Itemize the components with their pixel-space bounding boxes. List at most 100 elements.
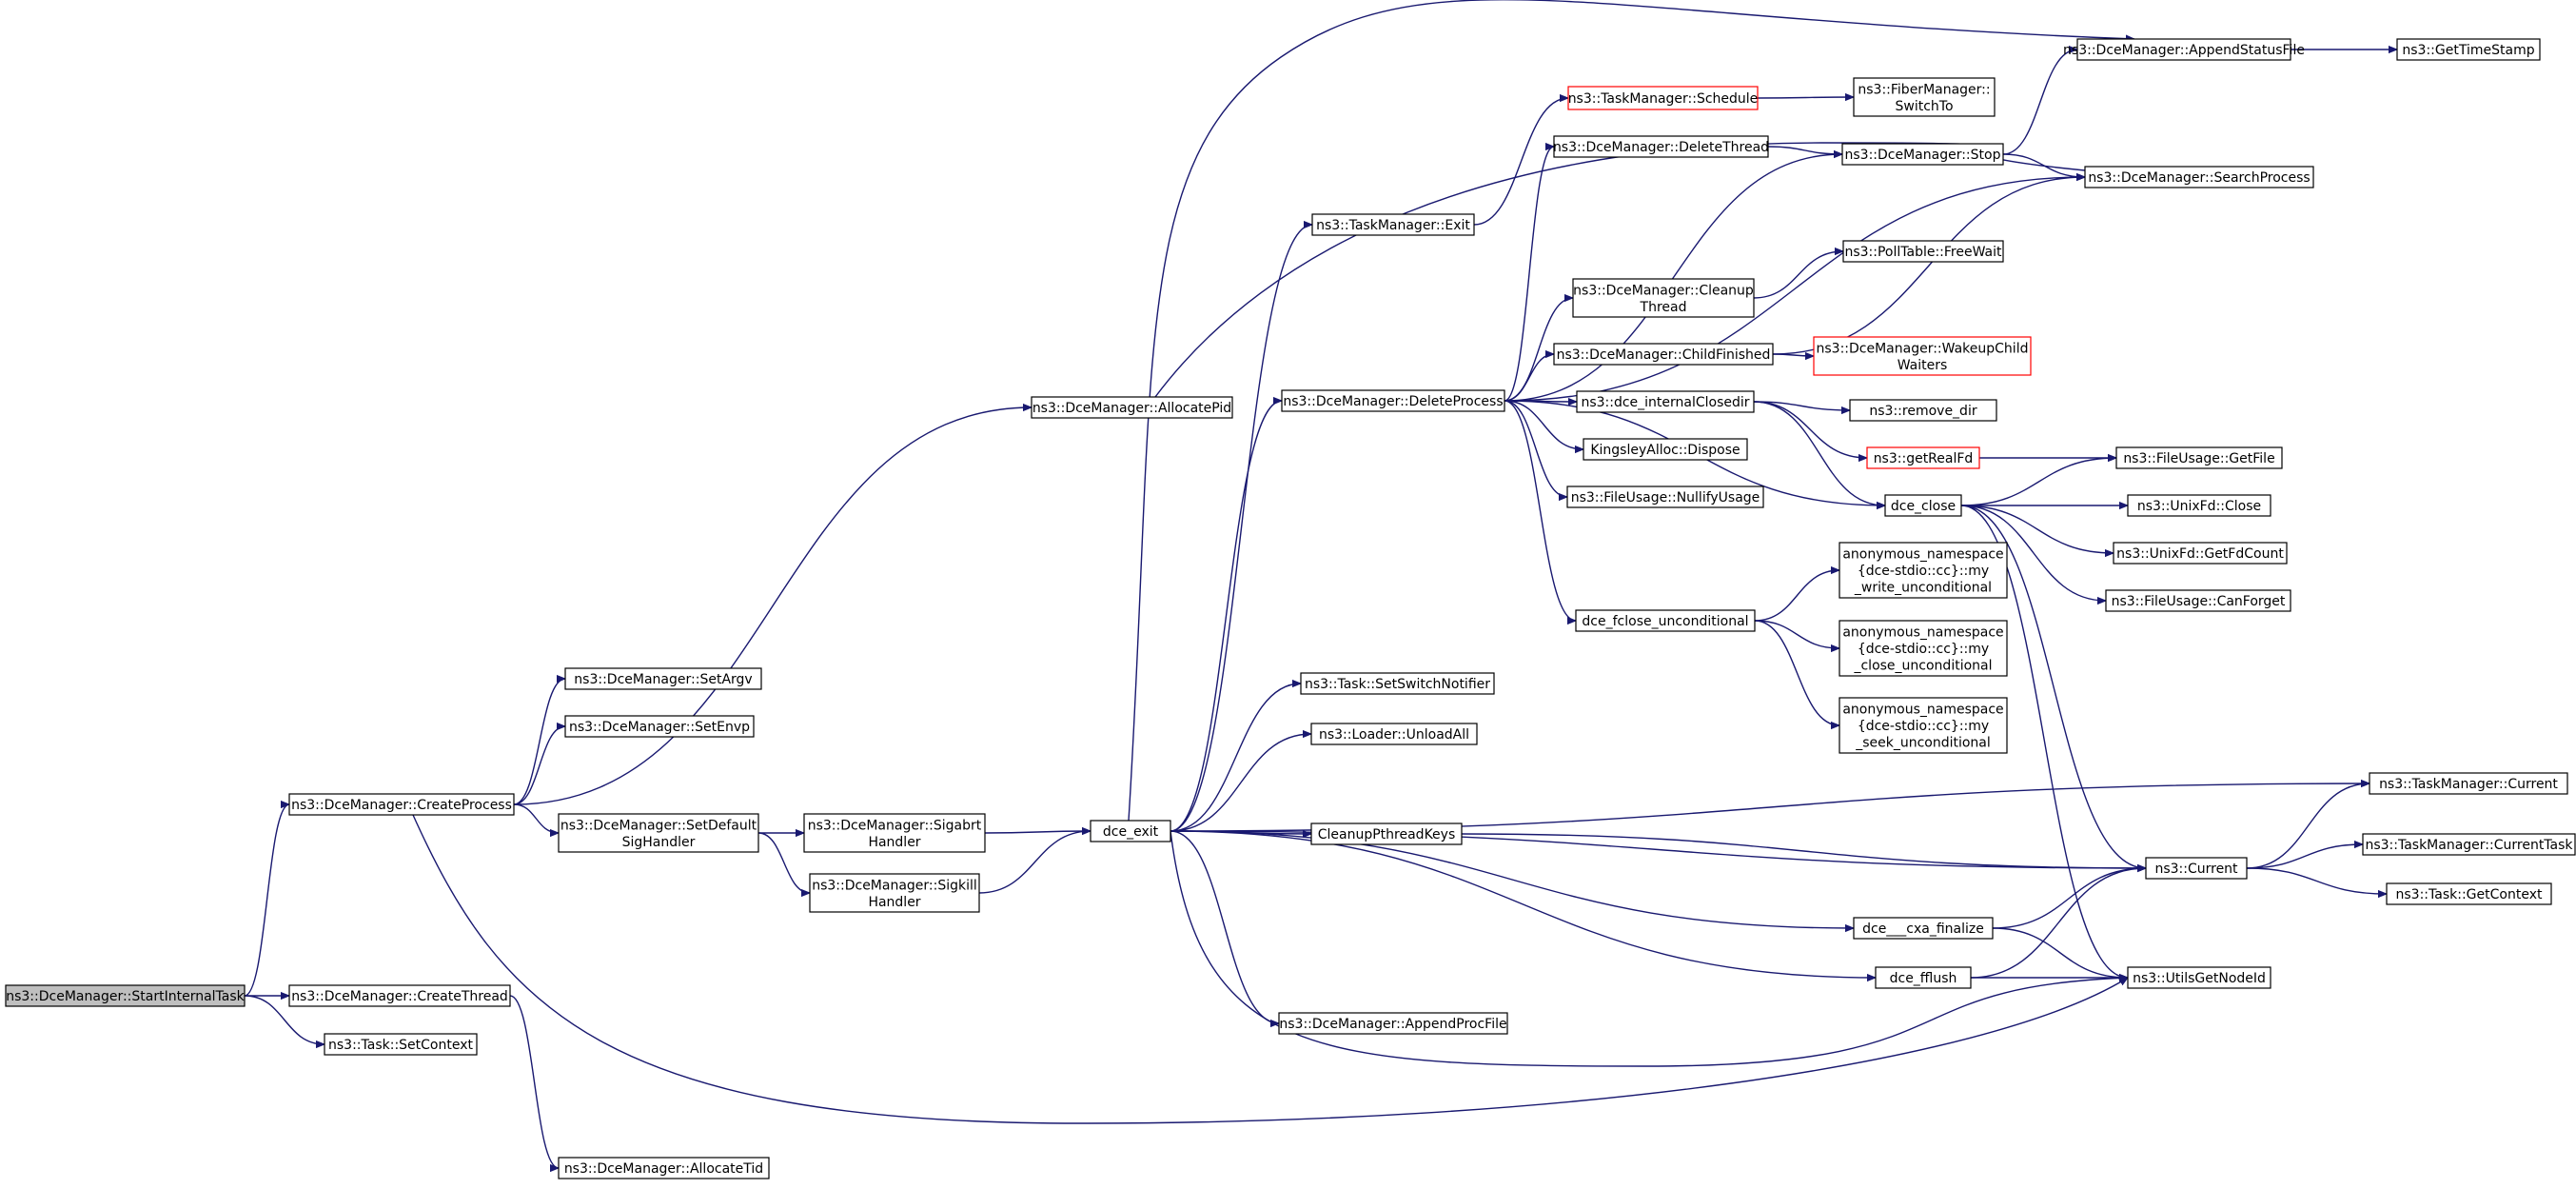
edge-fcloseuncond-to-myseek	[1754, 620, 1839, 725]
node-allocatetid[interactable]: ns3::DceManager::AllocateTid	[558, 1157, 770, 1179]
edge-childfinished-to-searchprocess	[1772, 177, 2085, 355]
node-setargv[interactable]: ns3::DceManager::SetArgv	[564, 667, 762, 690]
node-label: ns3::DceManager::Stop	[1845, 148, 2001, 163]
edge-sigabrt-to-dceexit	[984, 831, 1091, 833]
node-mywrite[interactable]: anonymous_namespace{dce-stdio::cc}::my_w…	[1839, 542, 2008, 599]
node-label: ns3::DceManager::AppendProcFile	[1279, 1017, 1506, 1032]
node-deleteprocess[interactable]: ns3::DceManager::DeleteProcess	[1281, 389, 1505, 412]
node-label: dce_exit	[1103, 824, 1159, 840]
node-tmcurrent[interactable]: ns3::TaskManager::Current	[2369, 772, 2568, 795]
edge-dceexit-to-fflush	[1170, 830, 1876, 978]
node-label: anonymous_namespace	[1842, 625, 2003, 641]
node-label: ns3::TaskManager::Schedule	[1568, 91, 1759, 107]
node-label: _close_unconditional	[1853, 659, 1992, 674]
node-label: ns3::DceManager::WakeupChild	[1817, 341, 2029, 356]
node-box	[5, 984, 246, 1007]
edge-schedule-to-switchto	[1757, 97, 1854, 98]
edge-fcloseuncond-to-mywrite	[1754, 570, 1839, 622]
node-label: dce_fflush	[1890, 971, 1957, 986]
node-switchto[interactable]: ns3::FiberManager::SwitchTo	[1853, 77, 1996, 117]
node-current[interactable]: ns3::Current	[2145, 857, 2248, 880]
edge-deleteprocess-to-childfinished	[1504, 354, 1555, 402]
edge-start-to-setcontext	[244, 995, 324, 1044]
node-gettimestamp[interactable]: ns3::GetTimeStamp	[2396, 38, 2541, 61]
node-box	[564, 667, 762, 690]
node-label: SwitchTo	[1895, 99, 1953, 114]
node-label: anonymous_namespace	[1842, 703, 2003, 718]
node-label: ns3::DceManager::StartInternalTask	[6, 989, 245, 1004]
node-internalclosedir[interactable]: ns3::dce_internalClosedir	[1576, 390, 1755, 413]
node-label: ns3::UnixFd::GetFdCount	[2116, 546, 2284, 562]
node-dceclose[interactable]: dce_close	[1884, 494, 1962, 517]
node-label: Handler	[868, 895, 920, 910]
node-nullifyusage[interactable]: ns3::FileUsage::NullifyUsage	[1566, 486, 1764, 508]
node-fcloseuncond[interactable]: dce_fclose_unconditional	[1575, 609, 1756, 632]
node-myseek[interactable]: anonymous_namespace{dce-stdio::cc}::my_s…	[1839, 697, 2008, 754]
node-box	[1853, 77, 1996, 117]
node-box	[564, 715, 755, 738]
node-label: ns3::DceManager::SetArgv	[574, 672, 752, 687]
node-removedir[interactable]: ns3::remove_dir	[1849, 399, 1997, 422]
node-box	[1310, 822, 1463, 845]
node-childfinished[interactable]: ns3::DceManager::ChildFinished	[1553, 343, 1774, 366]
node-setswitchnotifier[interactable]: ns3::Task::SetSwitchNotifier	[1300, 672, 1495, 695]
node-label: ns3::DceManager::SetEnvp	[569, 720, 750, 735]
node-getcontext[interactable]: ns3::Task::GetContext	[2386, 882, 2552, 905]
node-unixclose[interactable]: ns3::UnixFd::Close	[2127, 494, 2271, 517]
edge-deletethread-to-stop	[1767, 146, 1842, 154]
node-label: ns3::DceManager::Sigabrt	[808, 818, 982, 833]
edge-dceexit-to-unloadall	[1170, 734, 1311, 832]
edge-deleteprocess-to-searchprocess	[1504, 177, 2085, 402]
node-createthread[interactable]: ns3::DceManager::CreateThread	[288, 984, 511, 1007]
node-box	[1278, 1012, 1508, 1035]
node-setenvp[interactable]: ns3::DceManager::SetEnvp	[564, 715, 755, 738]
node-canforget[interactable]: ns3::FileUsage::CanForget	[2105, 589, 2291, 612]
node-box	[2113, 542, 2288, 565]
node-freewait[interactable]: ns3::PollTable::FreeWait	[1842, 240, 2004, 263]
node-box	[1839, 620, 2008, 677]
node-getfile[interactable]: ns3::FileUsage::GetFile	[2115, 446, 2283, 469]
node-label: ns3::TaskManager::CurrentTask	[2365, 838, 2573, 853]
node-label: ns3::Task::GetContext	[2396, 887, 2543, 902]
node-schedule[interactable]: ns3::TaskManager::Schedule	[1567, 86, 1759, 110]
node-kingsley[interactable]: KingsleyAlloc::Dispose	[1583, 438, 1748, 461]
node-createprocess[interactable]: ns3::DceManager::CreateProcess	[288, 793, 515, 816]
node-utilsgetnodeid[interactable]: ns3::UtilsGetNodeId	[2127, 966, 2271, 989]
edge-dceexit-to-appendstatus	[1128, 0, 2134, 822]
node-searchprocess[interactable]: ns3::DceManager::SearchProcess	[2084, 166, 2314, 188]
node-deletethread[interactable]: ns3::DceManager::DeleteThread	[1553, 135, 1769, 158]
node-fflush[interactable]: dce_fflush	[1875, 966, 1972, 989]
edge-dceexit-to-cxafinalize	[1170, 830, 1854, 928]
node-box	[2362, 833, 2576, 856]
edge-deleteprocess-to-stop	[1504, 154, 1842, 402]
node-stop[interactable]: ns3::DceManager::Stop	[1841, 143, 2004, 166]
edge-dceexit-to-deleteprocess	[1170, 401, 1283, 832]
node-box	[803, 813, 986, 853]
node-label: ns3::Task::SetSwitchNotifier	[1305, 677, 1490, 692]
node-allocatepid[interactable]: ns3::DceManager::AllocatePid	[1031, 396, 1233, 419]
node-getfdcount[interactable]: ns3::UnixFd::GetFdCount	[2113, 542, 2288, 565]
node-myclose[interactable]: anonymous_namespace{dce-stdio::cc}::my_c…	[1839, 620, 2008, 677]
edge-dceexit-to-appendprocfile	[1170, 830, 1279, 1023]
node-cxafinalize[interactable]: dce___cxa_finalize	[1853, 917, 1994, 940]
node-appendprocfile[interactable]: ns3::DceManager::AppendProcFile	[1278, 1012, 1508, 1035]
node-box	[1572, 278, 1755, 318]
node-setcontext[interactable]: ns3::Task::SetContext	[324, 1033, 478, 1056]
node-unloadall[interactable]: ns3::Loader::UnloadAll	[1310, 723, 1478, 745]
edge-deleteprocess-to-nullifyusage	[1504, 400, 1568, 497]
node-tmcurrenttask[interactable]: ns3::TaskManager::CurrentTask	[2362, 833, 2576, 856]
node-dceexit[interactable]: dce_exit	[1090, 820, 1171, 842]
node-tmexit[interactable]: ns3::TaskManager::Exit	[1311, 213, 1475, 236]
node-label: ns3::FileUsage::CanForget	[2112, 594, 2286, 609]
node-cleanuppthreadkeys[interactable]: CleanupPthreadKeys	[1310, 822, 1463, 845]
node-getrealfd[interactable]: ns3::getRealFd	[1866, 446, 1980, 469]
node-label: ns3::Task::SetContext	[328, 1038, 474, 1053]
node-box	[2369, 772, 2568, 795]
node-appendstatus[interactable]: ns3::DceManager::AppendStatusFile	[2063, 38, 2305, 61]
node-start[interactable]: ns3::DceManager::StartInternalTask	[5, 984, 246, 1007]
